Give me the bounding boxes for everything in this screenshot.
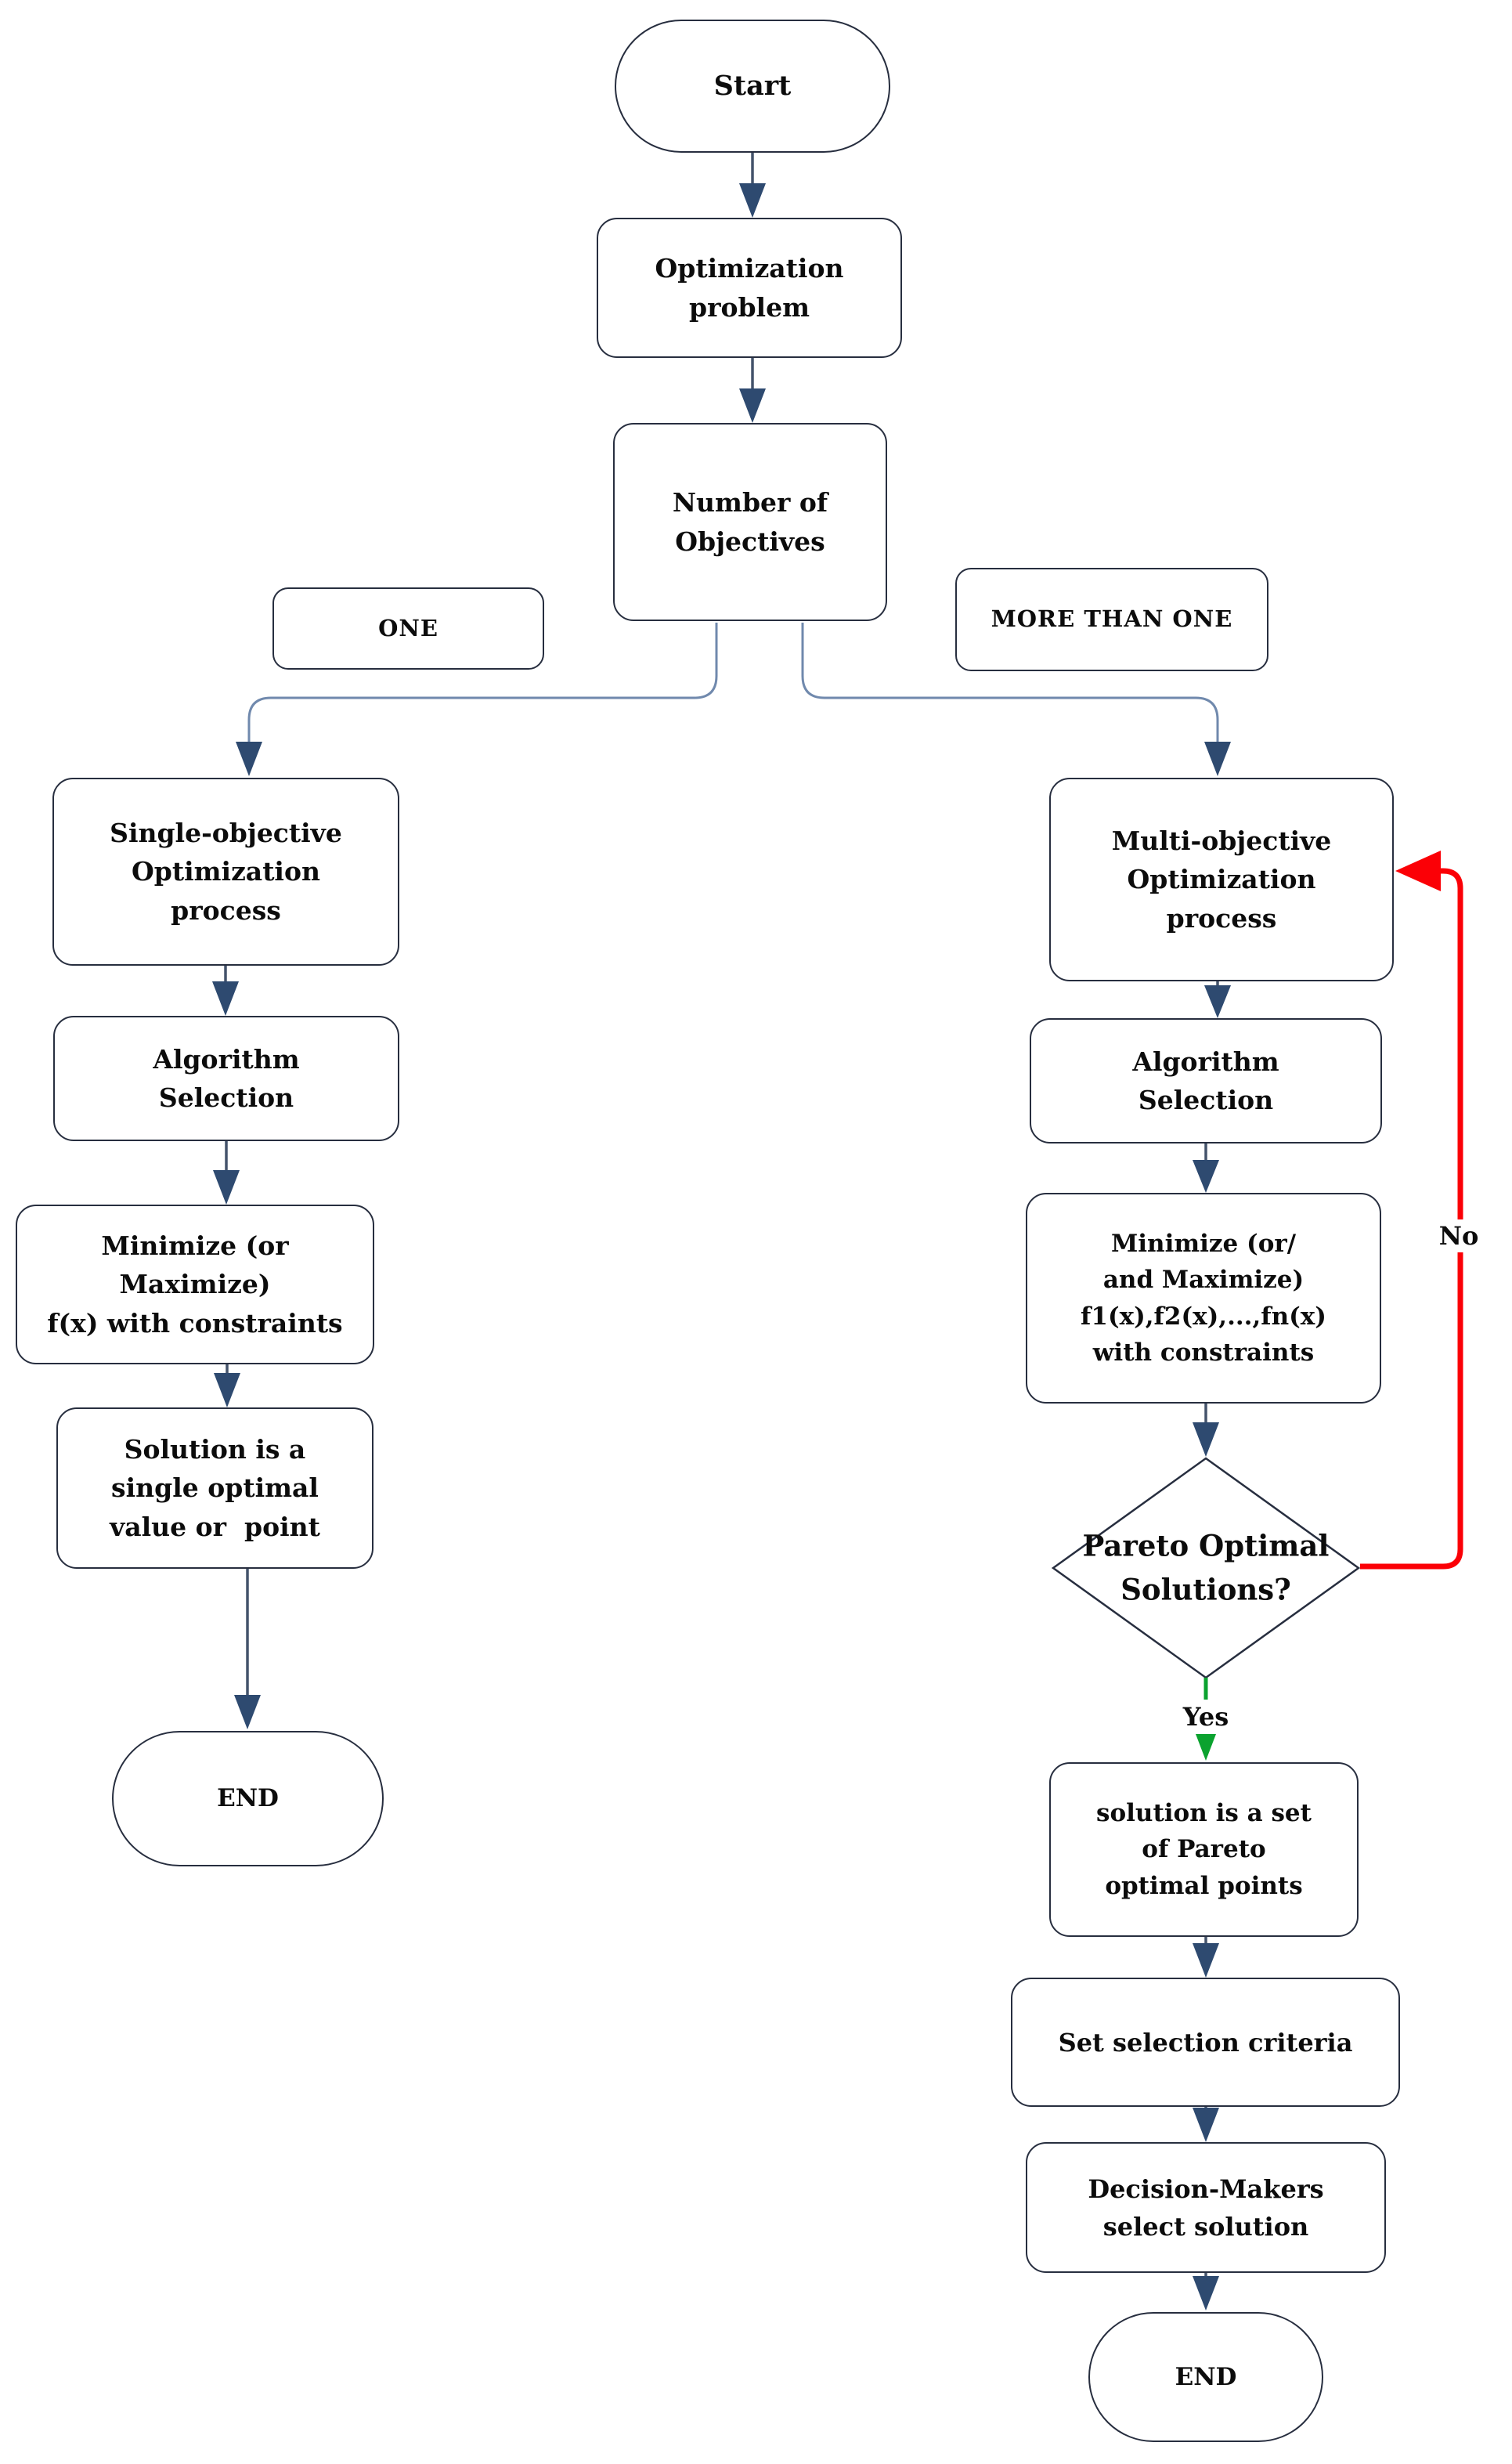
arrowhead-solution-to-end-left (234, 1695, 261, 1729)
algorithm-selection-right-node: Algorithm Selection (1030, 1018, 1382, 1143)
set-selection-criteria-node: Set selection criteria (1011, 1978, 1400, 2107)
arrowhead-minimize-to-pareto (1193, 1422, 1219, 1457)
single-objective-line3: process (171, 894, 281, 926)
arrowhead-decision-to-end-right (1193, 2276, 1219, 2310)
arrowhead-start-to-problem (739, 183, 766, 218)
branch-label-more-than-one: MORE THAN ONE (955, 568, 1268, 671)
edge-no-loop (1360, 868, 1463, 1570)
minimize-multi-line1: Minimize (or/ (1110, 1229, 1297, 1258)
number-of-objectives-line1: Number of (672, 487, 828, 518)
arrowhead-yes (1196, 1734, 1216, 1761)
number-of-objectives-node: Number of Objectives (613, 423, 887, 621)
solution-single-line2: single optimal (111, 1472, 319, 1504)
multi-objective-line3: process (1166, 902, 1277, 934)
minimize-single-line2: Maximize) (119, 1269, 271, 1300)
minimize-multi-line4: with constraints (1092, 1339, 1315, 1367)
arrowhead-problem-to-number (739, 388, 766, 423)
decision-makers-line1: Decision-Makers (1088, 2173, 1324, 2204)
yes-text: Yes (1182, 1702, 1229, 1732)
number-of-objectives-line2: Objectives (675, 526, 825, 557)
solution-pareto-set-node: solution is a set of Pareto optimal poin… (1049, 1762, 1359, 1937)
arrowhead-criteria-to-decision (1193, 2108, 1219, 2142)
edge-branch-one (247, 623, 718, 744)
arrowhead-no-loop (1395, 851, 1441, 891)
pareto-line2: Solutions? (1120, 1572, 1291, 1606)
multi-objective-line2: Optimization (1127, 864, 1316, 895)
minimize-single-line1: Minimize (or (101, 1230, 289, 1261)
solution-set-line2: of Pareto (1142, 1835, 1266, 1864)
algorithm-right-line2: Selection (1138, 1085, 1274, 1115)
solution-set-line1: solution is a set (1096, 1798, 1312, 1827)
end-left-node: END (112, 1731, 384, 1866)
algorithm-left-line2: Selection (158, 1082, 294, 1113)
arrowhead-minimize-to-solution-left (214, 1373, 240, 1407)
optimization-problem-line2: problem (689, 291, 810, 323)
multi-objective-process-node: Multi-objective Optimization process (1049, 778, 1394, 981)
yes-edge-label: Yes (1178, 1700, 1234, 1733)
arrowhead-branch-one (236, 742, 262, 776)
pareto-line1: Pareto Optimal (1082, 1528, 1330, 1563)
algorithm-left-line1: Algorithm (153, 1043, 300, 1075)
solution-single-line1: Solution is a (124, 1433, 306, 1465)
start-node: Start (615, 20, 890, 153)
decision-makers-line2: select solution (1102, 2211, 1309, 2242)
pareto-decision-text: Pareto Optimal Solutions? (1083, 1525, 1330, 1612)
arrowhead-algorithm-to-minimize-left (213, 1170, 240, 1205)
arrowhead-branch-more (1204, 742, 1231, 776)
single-objective-line2: Optimization (132, 856, 320, 887)
algorithm-right-line1: Algorithm (1132, 1046, 1279, 1077)
branch-one-text: ONE (378, 614, 438, 641)
no-edge-label: No (1434, 1219, 1484, 1252)
solution-single-line3: value or point (110, 1511, 320, 1542)
multi-objective-line1: Multi-objective (1111, 825, 1332, 856)
end-left-label: END (217, 1784, 279, 1813)
arrowhead-algorithm-to-minimize-right (1193, 1160, 1219, 1193)
edge-branch-more (801, 623, 1219, 744)
minimize-multi-line3: f1(x),f2(x),...,fn(x) (1081, 1302, 1326, 1331)
minimize-single-node: Minimize (or Maximize) f(x) with constra… (16, 1205, 374, 1364)
optimization-problem-node: Optimization problem (597, 218, 902, 358)
arrowhead-solutionset-to-criteria (1193, 1943, 1219, 1978)
set-selection-label: Set selection criteria (1058, 2027, 1353, 2058)
solution-set-line3: optimal points (1105, 1871, 1303, 1900)
no-text: No (1438, 1221, 1479, 1251)
single-objective-process-node: Single-objective Optimization process (52, 778, 399, 966)
optimization-problem-line1: Optimization (655, 253, 844, 284)
end-right-node: END (1088, 2312, 1323, 2442)
start-label: Start (713, 69, 792, 102)
end-right-label: END (1175, 2362, 1237, 2391)
solution-single-node: Solution is a single optimal value or po… (56, 1407, 373, 1569)
branch-label-one: ONE (272, 587, 544, 670)
arrowhead-single-to-algorithm (212, 981, 239, 1016)
minimize-multi-node: Minimize (or/ and Maximize) f1(x),f2(x),… (1026, 1193, 1381, 1404)
algorithm-selection-left-node: Algorithm Selection (53, 1016, 399, 1141)
arrowhead-multi-to-algorithm (1204, 985, 1231, 1018)
minimize-single-line3: f(x) with constraints (47, 1307, 343, 1339)
minimize-multi-line2: and Maximize) (1102, 1266, 1305, 1294)
single-objective-line1: Single-objective (110, 817, 342, 848)
decision-makers-node: Decision-Makers select solution (1026, 2142, 1386, 2273)
branch-more-text: MORE THAN ONE (991, 605, 1233, 633)
